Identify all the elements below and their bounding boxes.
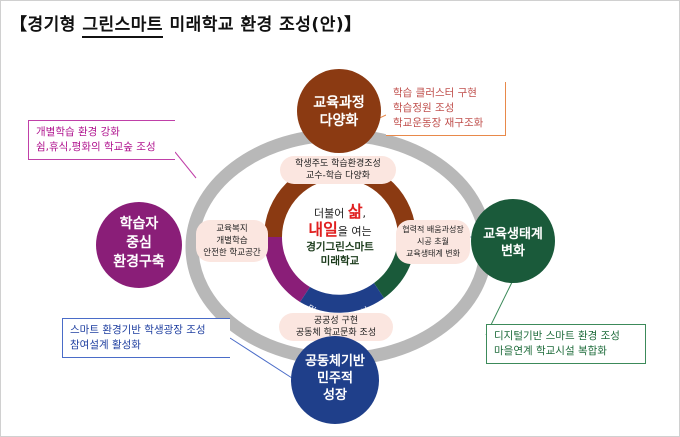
ring-left-segment [263,237,310,302]
node-bottom-label: 공동체기반 민주적 성장 [305,354,365,403]
node-bottom-circle [291,336,379,424]
note-top-left: 개별학습 환경 강화 쉼,휴식,평화의 학교숲 조성 [28,120,175,160]
note-bottom-right: 디지털기반 스마트 환경 조성 마을연계 학교시설 복합화 [486,324,646,364]
node-top-label: 교육과정 다양화 [313,95,365,129]
note-top-right: 학습 클러스터 구현 학습정원 조성 학교운동장 재구조화 [386,82,506,136]
connector-top-left [174,151,197,179]
ring-bottom-segment [300,283,384,313]
pill-right-shape [396,220,470,264]
title-prefix: 【경기형 [10,15,83,35]
node-right-label: 교육생태계 변화 [483,227,543,259]
note-bottom-left: 스마트 환경기반 학생광장 조성 참여설계 활성화 [62,318,230,358]
title-underlined: 그린스마트 [82,15,164,38]
node-left-label: 학습자 중심 환경구축 [113,216,165,270]
pill-right: 협력적 배움과성장 시공 초월 교육생태계 변화 [402,225,464,258]
pill-bottom: 공공성 구현 공동체 학교문화 조성 [295,316,377,338]
pill-left: 교육복지 개별학습 안전한 학교공간 [203,224,261,258]
center-disc [283,180,397,294]
node-top-circle [297,69,381,153]
title-suffix: 미래학교 환경 조성(안)】 [163,15,362,35]
pill-top-shape [280,156,396,184]
center-slogan: 더불어 삶, 내일을 여는 경기그린스마트 미래학교 [306,202,374,268]
connector-bottom-left [229,337,293,379]
node-left-circle [96,202,182,288]
pill-top: 학생주도 학습환경조성 교수-학습 다양화 [295,159,381,181]
page-title: 【경기형 그린스마트 미래학교 환경 조성(안)】 [10,10,362,38]
node-right-circle [471,199,555,283]
pill-bottom-shape [279,313,393,341]
pill-left-shape [196,220,268,262]
